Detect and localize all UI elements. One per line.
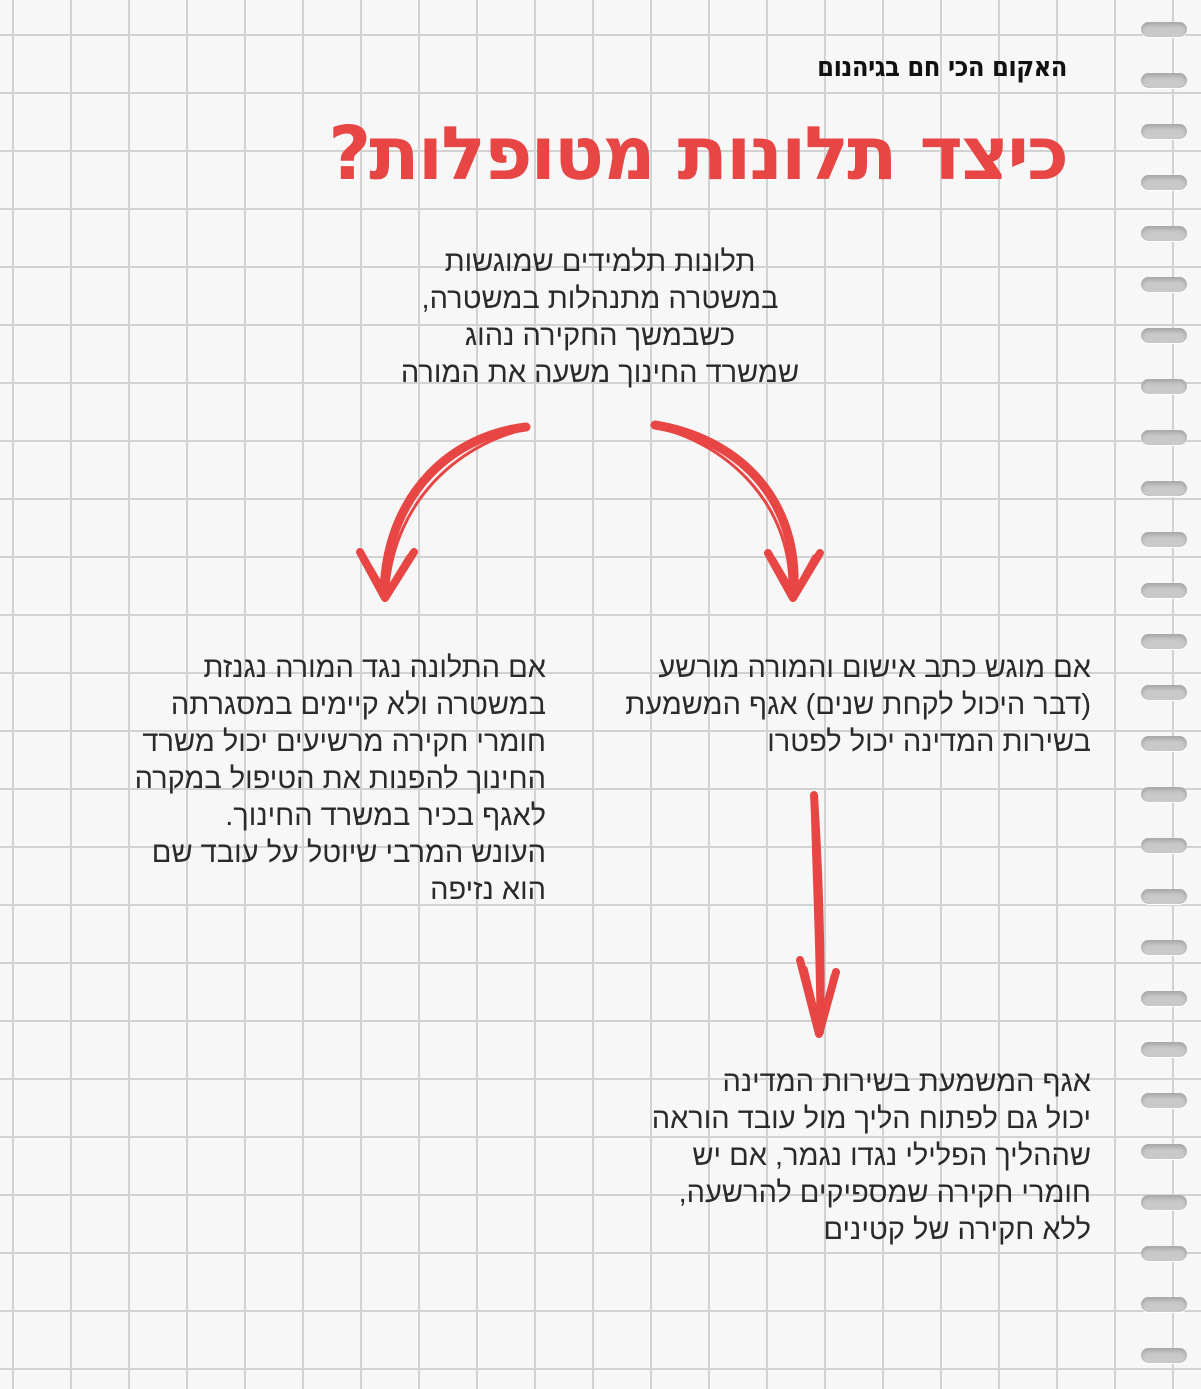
binding-hole — [1141, 226, 1187, 241]
binding-hole — [1141, 175, 1187, 190]
binding-hole — [1141, 481, 1187, 496]
branch-line: חומרי חקירה שמספיקים להרשעה, — [678, 1177, 1091, 1209]
binding-hole — [1141, 430, 1187, 445]
binding-hole — [1141, 1195, 1187, 1210]
intro-line: תלונות תלמידים שמוגשות — [444, 246, 756, 278]
binding-hole — [1141, 73, 1187, 88]
branch-line: (דבר היכול לקחת שנים) אגף המשמעת — [625, 689, 1091, 721]
branch-line: החינוך להפנות את הטיפול במקרה — [134, 763, 546, 795]
binding-hole — [1141, 838, 1187, 853]
branch-line: במשטרה ולא קיימים במסגרתה — [170, 689, 546, 721]
arrow-down-straight — [796, 791, 840, 1038]
branch-line: שההליך הפלילי נגדו נגמר, אם יש — [692, 1140, 1091, 1172]
binding-hole — [1141, 940, 1187, 955]
branch-case-closed-text: אם התלונה נגד המורה נגנזת במשטרה ולא קיי… — [86, 650, 546, 909]
binding-hole — [1141, 532, 1187, 547]
binding-hole — [1141, 22, 1187, 37]
branch-line: ללא חקירה של קטינים — [823, 1214, 1091, 1246]
binding-hole — [1141, 277, 1187, 292]
intro-text: תלונות תלמידים שמוגשות במשטרה מתנהלות במ… — [340, 244, 860, 392]
binding-hole — [1141, 889, 1187, 904]
branch-line: העונש המרבי שיוטל על עובד שם — [151, 837, 546, 869]
binding-hole — [1141, 379, 1187, 394]
binding-hole — [1141, 736, 1187, 751]
intro-line: במשטרה מתנהלות במשטרה, — [421, 283, 779, 315]
branch-line: לאגף בכיר במשרד החינוך. — [225, 800, 546, 832]
branch-line: הוא נזיפה — [430, 874, 546, 906]
binding-hole — [1141, 328, 1187, 343]
arrow-right-curved — [650, 420, 824, 602]
branch-line: אגף המשמעת בשירות המדינה — [722, 1066, 1091, 1098]
binding-hole — [1141, 1042, 1187, 1057]
page-title: כיצד תלונות מטופלות? — [328, 111, 1069, 197]
intro-line: כשבמשך החקירה נהוג — [464, 320, 736, 352]
binding-hole — [1141, 685, 1187, 700]
binding-hole — [1141, 583, 1187, 598]
branch-indictment-text: אם מוגש כתב אישום והמורה מורשע (דבר היכו… — [571, 650, 1091, 761]
binding-hole — [1141, 1144, 1187, 1159]
section-kicker: האקום הכי חם בגיהנום — [817, 52, 1067, 83]
binding-hole — [1141, 634, 1187, 649]
branch-disciplinary-text: אגף המשמעת בשירות המדינה יכול גם לפתוח ה… — [551, 1064, 1091, 1249]
notebook-binding-holes — [1131, 0, 1201, 1389]
branch-line: אם מוגש כתב אישום והמורה מורשע — [658, 652, 1091, 684]
branch-line: אם התלונה נגד המורה נגנזת — [203, 652, 546, 684]
binding-hole — [1141, 1348, 1187, 1363]
binding-hole — [1141, 1093, 1187, 1108]
branch-line: בשירות המדינה יכול לפטרו — [767, 726, 1091, 758]
binding-hole — [1141, 124, 1187, 139]
branch-line: יכול גם לפתוח הליך מול עובד הוראה — [651, 1103, 1091, 1135]
binding-hole — [1141, 1246, 1187, 1261]
intro-line: שמשרד החינוך משעה את המורה — [400, 357, 800, 389]
binding-hole — [1141, 787, 1187, 802]
binding-hole — [1141, 991, 1187, 1006]
branch-line: חומרי חקירה מרשיעים יכול משרד — [142, 726, 546, 758]
arrow-left-curved — [356, 422, 531, 602]
binding-hole — [1141, 1297, 1187, 1312]
